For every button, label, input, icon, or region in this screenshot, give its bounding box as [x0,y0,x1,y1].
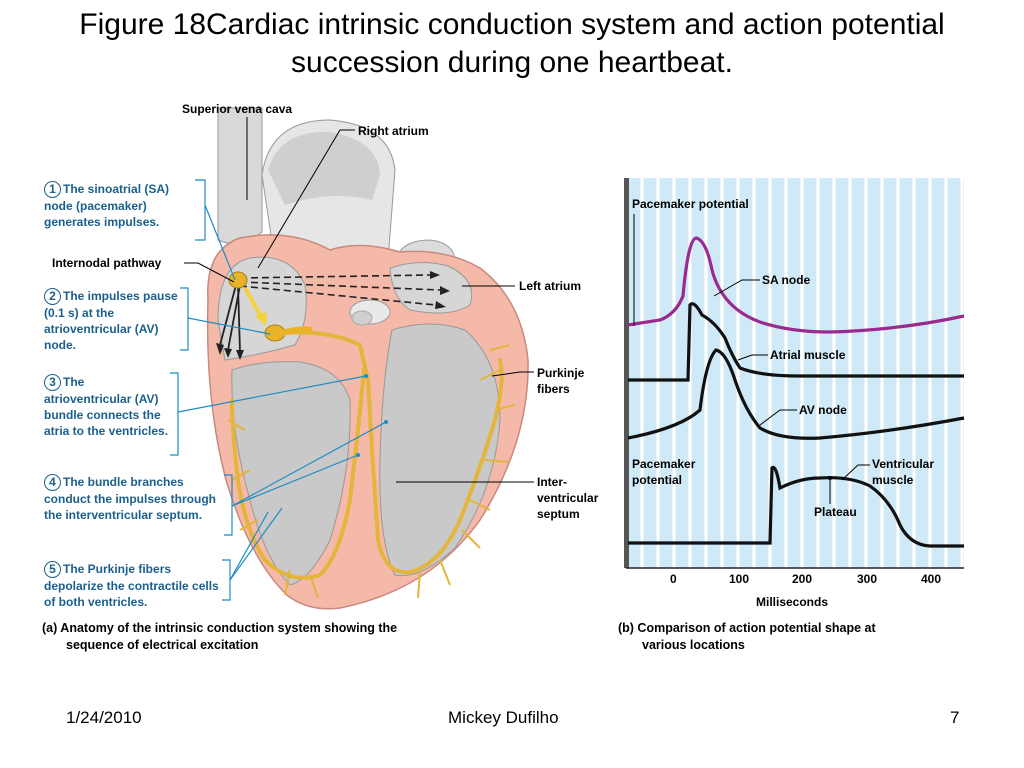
caption-a-line-1: (a) Anatomy of the intrinsic conduction … [42,621,398,635]
caption-b-line-1: (b) Comparison of action potential shape… [618,621,876,635]
label-av-node: AV node [799,403,847,417]
label-internodal-pathway: Internodal pathway [52,256,162,270]
caption-a-line-2: sequence of electrical excitation [66,638,259,652]
label-pacemaker-potential-bottom-1: Pacemaker [632,457,696,471]
label-purkinje-fibers-1: Purkinje [537,366,585,380]
ventricular-muscle-trace [628,465,964,548]
slide-title: Figure 18Cardiac intrinsic conduction sy… [79,8,945,79]
x-axis-label: Milliseconds [756,595,829,609]
label-superior-vena-cava: Superior vena cava [182,102,293,116]
x-tick-label: 400 [921,572,942,586]
label-purkinje-fibers-2: fibers [537,382,570,396]
label-ventricular-muscle-2: muscle [872,473,914,487]
label-pacemaker-potential-bottom-2: potential [632,473,682,487]
label-septum-2: ventricular [537,491,599,505]
label-plateau: Plateau [814,505,857,519]
x-tick-label: 0 [670,572,677,586]
x-tick-label: 100 [729,572,750,586]
footer-date: 1/24/2010 [66,708,142,727]
atrial-muscle-trace [628,302,964,382]
label-atrial-muscle: Atrial muscle [770,348,846,362]
x-tick-label: 200 [792,572,813,586]
caption-b-line-2: various locations [642,638,745,652]
footer-author: Mickey Dufilho [448,708,559,727]
label-sa-node: SA node [762,273,811,287]
label-septum-3: septum [537,507,580,521]
av-node-trace [627,348,965,440]
label-pacemaker-potential-top: Pacemaker potential [632,197,749,211]
label-right-atrium: Right atrium [358,124,429,138]
sa-node-trace [627,236,965,334]
label-ventricular-muscle-1: Ventricular [872,457,935,471]
step-number: 2 [44,288,61,305]
x-tick-label: 300 [857,572,878,586]
label-septum-1: Inter- [537,475,567,489]
footer-page-number: 7 [950,708,960,727]
step-number: 1 [44,181,61,198]
label-left-atrium: Left atrium [519,279,582,293]
